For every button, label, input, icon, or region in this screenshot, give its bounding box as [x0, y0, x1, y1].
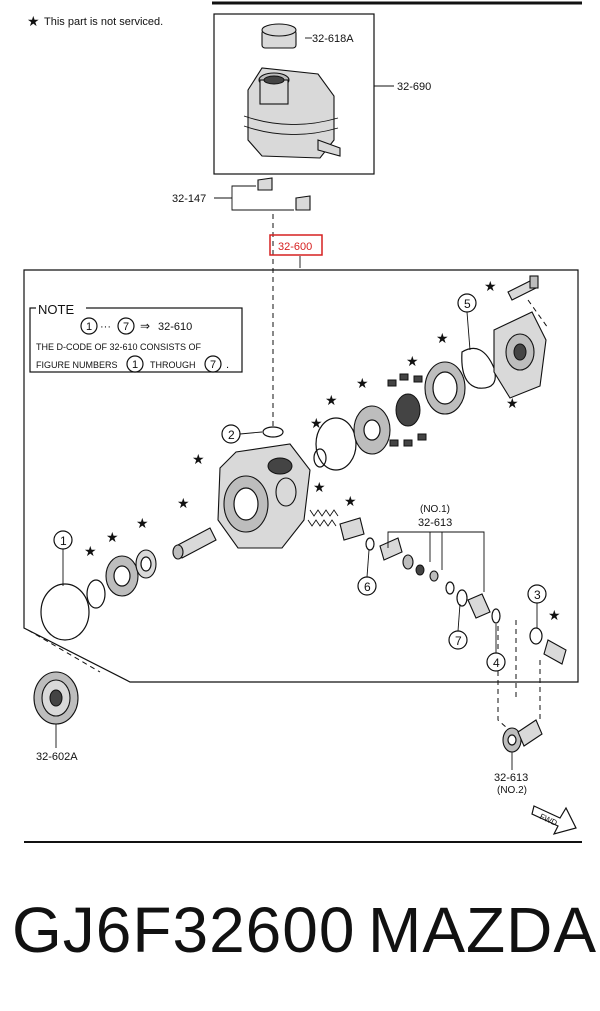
figure-number-1: 1 — [53, 530, 73, 586]
star-icon: ★ — [84, 543, 97, 559]
svg-text:3: 3 — [534, 588, 541, 602]
note-line2: THE D-CODE OF 32-610 CONSISTS OF — [36, 342, 202, 352]
note-line3-n1: 1 — [132, 359, 138, 371]
cam-ring — [424, 361, 466, 415]
star-icon: ★ — [177, 495, 190, 511]
note-line3-a: FIGURE NUMBERS — [36, 360, 118, 370]
note-num-7: 7 — [123, 321, 129, 333]
note-title: NOTE — [38, 302, 74, 317]
footer: GJ6F32600 MAZDA — [0, 885, 600, 985]
star-icon: ★ — [406, 353, 419, 369]
star-icon: ★ — [106, 529, 119, 545]
large-o-ring — [40, 583, 90, 641]
note-num-1: 1 — [86, 321, 92, 333]
callout-32-600: 32-600 — [278, 241, 312, 253]
reservoir-body — [243, 67, 341, 159]
star-icon: ★ — [310, 415, 323, 431]
callout-32-613-no1-tag: (NO.1) — [420, 504, 450, 515]
legend-star-icon: ★ — [27, 13, 40, 29]
figure-number-3: 3 — [527, 584, 547, 628]
rear-bolt — [507, 275, 539, 301]
note-target: 32-610 — [158, 321, 192, 333]
figure-number-2: 2 — [221, 424, 263, 444]
reservoir-group — [213, 13, 394, 175]
star-icon: ★ — [192, 451, 205, 467]
note-line3-n2: 7 — [210, 359, 216, 371]
union-fitting-no2 — [502, 719, 543, 753]
star-icon: ★ — [136, 515, 149, 531]
svg-text:1: 1 — [60, 534, 67, 548]
callout-32-602a: 32-602A — [36, 751, 78, 763]
star-icon: ★ — [356, 375, 369, 391]
reservoir-cap — [261, 23, 297, 49]
o-ring-medium — [315, 417, 357, 471]
pulley — [33, 671, 79, 725]
pump-housing — [217, 443, 311, 549]
brand-name: MAZDA — [368, 894, 597, 966]
not-serviced-stars: ★ ★ ★ ★ ★ ★ ★ ★ ★ ★ ★ ★ ★ ★ ★ — [84, 278, 561, 623]
part-code: GJ6F32600 — [12, 894, 356, 966]
svg-text:6: 6 — [364, 580, 371, 594]
legend-text: This part is not serviced. — [44, 16, 163, 28]
rear-cover — [493, 311, 547, 399]
svg-text:4: 4 — [493, 656, 500, 670]
callout-32-690: 32-690 — [397, 81, 431, 93]
assembly-frame — [23, 269, 579, 683]
pump-shaft — [172, 527, 217, 560]
svg-text:7: 7 — [455, 634, 462, 648]
svg-text:5: 5 — [464, 297, 471, 311]
figure-number-6: 6 — [357, 549, 377, 596]
fwd-label: FWD — [538, 812, 559, 828]
callout-32-147: 32-147 — [172, 193, 206, 205]
star-icon: ★ — [484, 278, 497, 294]
rotor-vanes — [387, 373, 427, 447]
star-icon: ★ — [436, 330, 449, 346]
figure-number-7: 7 — [448, 603, 468, 650]
callout-32-613-no2-tag: (NO.2) — [497, 785, 527, 796]
bracket-clips — [231, 177, 311, 211]
snap-ring — [86, 579, 106, 609]
valve-seat-no1 — [379, 537, 501, 624]
o-ring-small — [313, 448, 327, 468]
star-icon: ★ — [344, 493, 357, 509]
figure-number-5: 5 — [457, 293, 477, 351]
callout-32-613-no1: 32-613 — [418, 517, 452, 529]
o-ring-2 — [262, 426, 284, 438]
seal — [135, 549, 157, 579]
figure-number-4: 4 — [486, 624, 506, 672]
note-line3-b: THROUGH — [150, 360, 196, 370]
callout-32-613-no2: 32-613 — [494, 772, 528, 784]
valve-spring — [307, 509, 339, 527]
side-plate — [353, 405, 391, 455]
star-icon: ★ — [313, 479, 326, 495]
note-line3-end: . — [226, 359, 229, 371]
fwd-arrow-icon: FWD — [531, 805, 577, 835]
star-icon: ★ — [325, 392, 338, 408]
note-dots: ··· — [100, 321, 111, 333]
note-arrow: ⇒ — [140, 319, 150, 333]
valve-spool — [339, 517, 365, 541]
svg-text:2: 2 — [228, 428, 235, 442]
gasket — [461, 347, 496, 389]
bearing — [105, 555, 139, 597]
callout-32-600-highlight — [269, 234, 323, 256]
callout-32-618a: 32-618A — [312, 33, 354, 45]
washer-3 — [529, 627, 543, 645]
star-icon: ★ — [506, 395, 519, 411]
star-icon: ★ — [548, 607, 561, 623]
outlet-bolt — [543, 639, 567, 665]
valve-o-ring — [365, 537, 375, 551]
